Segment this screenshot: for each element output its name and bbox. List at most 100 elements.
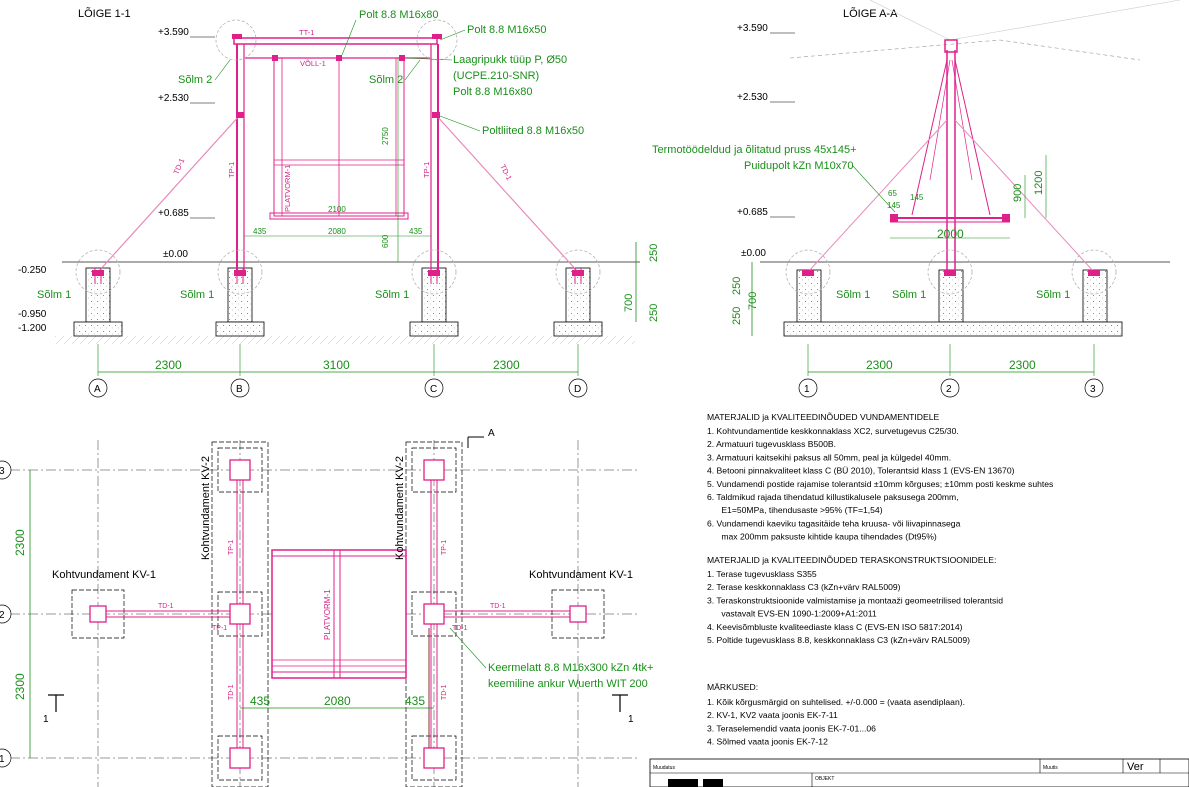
plan-dim-435-a: 435	[250, 694, 270, 708]
tb-muudatus: Muudatus	[653, 765, 675, 771]
dim-700: 700	[623, 294, 635, 312]
section-a-a-steel	[785, 39, 1117, 295]
level-3590: +3.590	[158, 27, 189, 38]
plan-label-td1-c: TD-1	[452, 625, 468, 632]
notes-steel-list: 1. Terase tugevusklass S355 2. Terase kes…	[707, 569, 1003, 645]
callout-node-1-c: Sõlm 1	[375, 289, 409, 301]
remarks-items-line: 3. Teraselemendid vaata joonis EK-7-01..…	[707, 723, 876, 733]
axis-b: B	[236, 384, 243, 395]
plan-kv1-left: Kohtvundament KV-1	[52, 569, 156, 581]
foundation-items-line: 4. Betooni pinnakvaliteet klass C (BÜ 20…	[707, 466, 1015, 476]
foundation-items-line: 6. Taldmikud rajada tihendatud killustik…	[707, 492, 959, 502]
plan-anchor-2: keemiline ankur Wuerth WIT 200	[488, 678, 648, 690]
axis-1: 1	[804, 384, 810, 395]
plan-label-td1-left: TD-1	[158, 603, 174, 610]
section-1-1-dimensions: 2750 600 2100 435 2080 435 250 700 250 2…	[97, 58, 660, 376]
dim-600: 600	[381, 234, 390, 248]
plan-dim-2300-b: 2300	[13, 673, 27, 700]
span-2-3100: 3100	[323, 358, 350, 372]
section-1-1-axes	[88, 378, 588, 398]
plan-cut-1-right: 1	[628, 714, 634, 725]
axis-c: C	[430, 384, 437, 395]
callout-bearing-2: (UCPE.210-SNR)	[453, 70, 539, 82]
row-3: 3	[0, 466, 5, 477]
plan-kv2-right: Kohtvundament KV-2	[394, 456, 406, 560]
section-1-1-title: LÕIGE 1-1	[78, 7, 131, 20]
level-0685: +0.685	[158, 208, 189, 219]
level-a-0685: +0.685	[737, 207, 768, 218]
foundation-items-line: 5. Vundamendi postide rajamise tolerants…	[707, 479, 1053, 489]
steel-items-line: 4. Keevisõmbluste kvaliteediaste klass C…	[707, 622, 963, 632]
notes-foundation-list: 1. Kohtvundamentide keskkonnaklass XC2, …	[707, 426, 1053, 542]
dim-2750: 2750	[381, 127, 390, 145]
span-a-1-2300: 2300	[866, 358, 893, 372]
label-voll1: VÕLL-1	[300, 59, 326, 68]
callout-node-1-b: Sõlm 1	[180, 289, 214, 301]
dim-a-65: 65	[888, 189, 897, 198]
steel-items-line: 2. Terase keskkonnaklass C3 (kZn+värv RA…	[707, 582, 901, 592]
plan-dim-2300-a: 2300	[13, 529, 27, 556]
dim-2080: 2080	[328, 227, 346, 236]
dim-a-250-b: 250	[731, 307, 743, 325]
footing-base-d	[553, 321, 603, 337]
level-a-2530: +2.530	[737, 92, 768, 103]
notes-remarks-title: MÄRKUSED:	[707, 682, 758, 692]
plan-dim-435-b: 435	[405, 694, 425, 708]
section-a-a: LÕIGE A-A +3.590 +2.530 +0.685 ±0.00	[652, 0, 1181, 398]
beam-tt1	[233, 37, 438, 45]
section-a-a-title: LÕIGE A-A	[843, 7, 898, 20]
steel-items-line: vastavalt EVS-EN 1090-1:2009+A1:2011	[707, 609, 877, 619]
footing-base-c	[409, 321, 459, 337]
dim-250-a: 250	[648, 244, 660, 262]
callout-a-node-1-a: Sõlm 1	[836, 289, 870, 301]
plan-label-tp1-b: TP-1	[441, 540, 448, 555]
section-1-1-levels: +3.590 +2.530 +0.685 ±0.00 -0.250 -0.950…	[18, 27, 215, 334]
plan-view: 3 2 1 2300 2300	[0, 428, 653, 787]
foundation-items-line: 2. Armatuuri tugevusklass B500B.	[707, 439, 836, 449]
title-block: Muudatus Muutis Ver OBJEKT	[649, 758, 1189, 787]
axis-a: A	[94, 384, 101, 395]
span-3-2300: 2300	[493, 358, 520, 372]
callout-bolt-bearing: Polt 8.8 M16x80	[453, 86, 533, 98]
row-2: 2	[0, 610, 5, 621]
dim-a-700: 700	[747, 292, 759, 310]
level-a-000: ±0.00	[741, 248, 766, 259]
dim-250-b: 250	[648, 304, 660, 322]
section-1-1-steel-frame	[75, 19, 601, 295]
dim-435-b: 435	[409, 227, 423, 236]
plan-label-tp1-a: TP-1	[228, 540, 235, 555]
plan-kv1-right: Kohtvundament KV-1	[529, 569, 633, 581]
tb-muutis: Muutis	[1043, 765, 1058, 771]
steel-items-line: 1. Terase tugevusklass S355	[707, 569, 817, 579]
notes-remarks-list: 1. Kõik kõrgusmärgid on suhtelised. +/-0…	[707, 697, 965, 747]
plan-anchor-1: Keermelatt 8.8 M16x300 kZn 4tk+	[488, 662, 653, 674]
dim-435-a: 435	[253, 227, 267, 236]
brace-td1-right	[435, 114, 579, 273]
plan-label-td1-right: TD-1	[490, 603, 506, 610]
tb-objekt: OBJEKT	[815, 776, 834, 782]
footing-base-a	[73, 321, 123, 337]
soil-hatch	[55, 336, 635, 344]
dim-a-145-a: 145	[887, 201, 901, 210]
foundation-items-line: max 200mm paksuste kihtide kaupa tihenda…	[707, 532, 937, 542]
footing-pedestal-d	[565, 267, 591, 323]
axis-d: D	[574, 384, 581, 395]
callout-bolt-m16x80: Polt 8.8 M16x80	[359, 9, 439, 21]
foundation-items-line: 1. Kohtvundamentide keskkonnaklass XC2, …	[707, 426, 959, 436]
callout-bearing-1: Laagripukk tüüp P, Ø50	[453, 54, 567, 66]
footing-pedestal-b	[227, 267, 253, 323]
section-a-a-levels: +3.590 +2.530 +0.685 ±0.00	[737, 23, 795, 259]
plan-platform	[271, 549, 407, 679]
plan-kv2-left: Kohtvundament KV-2	[200, 456, 212, 560]
remarks-items-line: 1. Kõik kõrgusmärgid on suhtelised. +/-0…	[707, 697, 965, 707]
tb-ver: Ver	[1127, 761, 1144, 773]
callout-a-node-1-b: Sõlm 1	[892, 289, 926, 301]
plan-label-td1-b: TD-1	[441, 684, 448, 700]
section-1-1: LÕIGE 1-1 +3.590 +2.530 +0.685 ±0.00 -0.…	[18, 7, 660, 398]
notes-steel-title: MATERJALID ja KVALITEEDINÕUDED TERASKONS…	[707, 555, 996, 565]
foundation-items-line: E1=50MPa, tihendusaste >95% (TF=1,54)	[707, 505, 883, 515]
section-a-a-dimensions: 65 145 145 900 1200 2000 250 700 250 230…	[731, 155, 1095, 376]
plan-dim-2080: 2080	[324, 694, 351, 708]
label-platform: PLATVORM-1	[283, 165, 292, 212]
footing-pedestal-c	[421, 267, 447, 323]
